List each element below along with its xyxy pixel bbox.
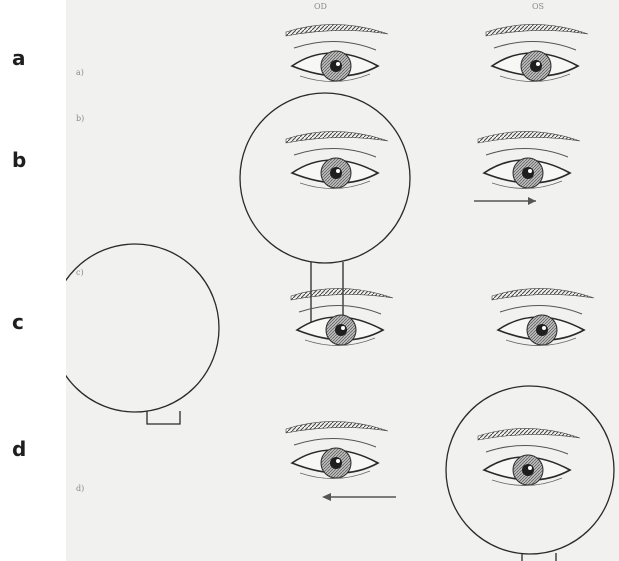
row-c-occluder bbox=[66, 244, 219, 412]
panel-letter-b: b bbox=[12, 148, 26, 172]
row-d-os-eye bbox=[478, 428, 580, 485]
row-c-occluder-handle bbox=[147, 411, 180, 424]
row-c-od-eye bbox=[291, 288, 393, 345]
row-d-arrow-head bbox=[322, 493, 331, 501]
panel-letter-c: c bbox=[12, 310, 24, 334]
cover-test-figure: OD OS a) b) c) d) bbox=[66, 0, 619, 561]
eye-diagram-svg bbox=[66, 0, 619, 561]
row-d-od-eye bbox=[286, 421, 388, 478]
row-a-os-eye bbox=[486, 24, 588, 81]
row-b-os-eye bbox=[478, 131, 580, 188]
row-b-arrow-head bbox=[528, 197, 536, 205]
panel-letter-d: d bbox=[12, 437, 26, 461]
row-c-os-eye bbox=[492, 288, 594, 345]
row-b-od-eye bbox=[286, 131, 388, 188]
row-a-od-eye bbox=[286, 24, 388, 81]
panel-letter-a: a bbox=[12, 46, 26, 70]
